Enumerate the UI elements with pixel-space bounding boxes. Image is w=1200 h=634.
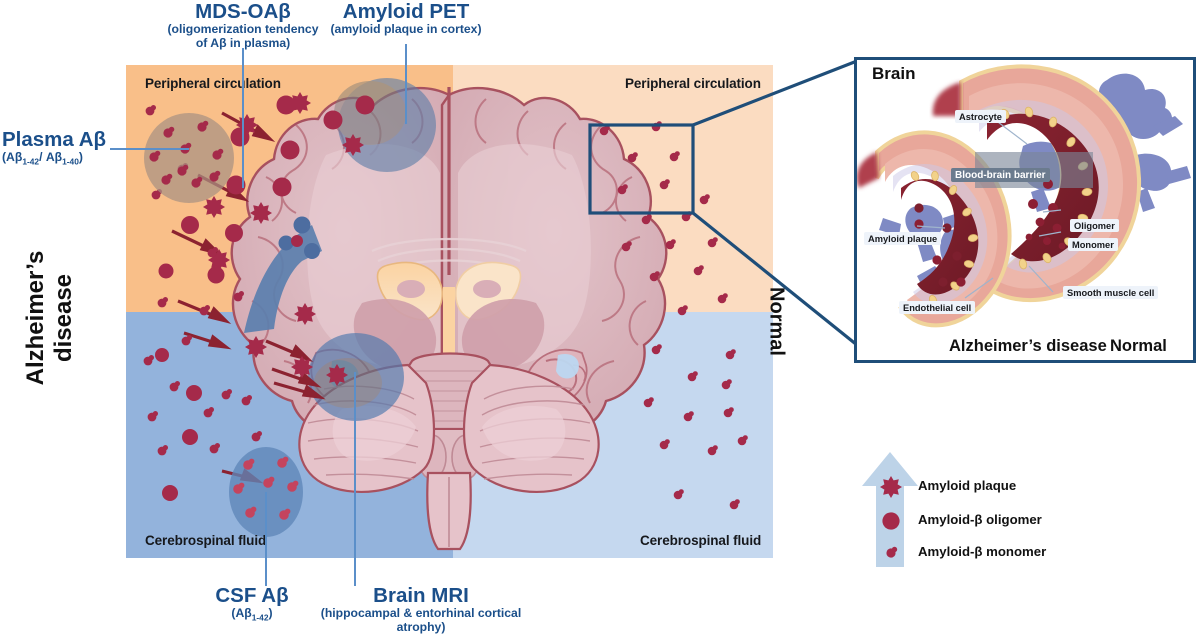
label-ad-cerebrospinal-fluid: Cerebrospinal fluid xyxy=(145,533,267,548)
callout-mds-oab-subtitle-line1: (oligomerization tendency xyxy=(167,21,319,36)
leader-line-plasma-ab xyxy=(110,148,189,150)
callout-mds-oab: MDS-OAβ (oligomerization tendency of Aβ … xyxy=(166,0,320,50)
inset-tag-endothelial-cell: Endothelial cell xyxy=(899,301,976,314)
inset-label-alzheimers-disease: Alzheimer’s disease xyxy=(949,337,1107,355)
small-blob-icon xyxy=(886,546,898,558)
leader-line-amyloid-pet xyxy=(405,44,407,124)
leader-line-brain-mri xyxy=(354,372,356,586)
leader-line-mds-oab xyxy=(242,48,244,188)
inset-tag-amyloid-plaque: Amyloid plaque xyxy=(864,232,942,245)
callout-csf-ab-title: CSF Aβ xyxy=(215,584,289,607)
ab-monomers-normal xyxy=(599,121,748,510)
callout-plasma-ab-subtitle: (Aβ1-42/ Aβ1-40) xyxy=(2,149,83,167)
inset-tag-oligomer: Oligomer xyxy=(1070,219,1119,232)
magnifier-line-top xyxy=(692,59,858,127)
callout-brain-mri-subtitle: (hippocampal & entorhinal cortical atrop… xyxy=(320,605,522,634)
coronal-brain-illustration xyxy=(143,78,748,551)
label-normal-peripheral-circulation: Peripheral circulation xyxy=(625,76,761,91)
plasma-ab-sample-circle xyxy=(144,113,234,203)
callout-plasma-ab-title: Plasma Aβ xyxy=(2,128,107,151)
starburst-icon xyxy=(880,476,902,498)
mds-oab-aggregation-arrow xyxy=(244,216,322,333)
ab-oligomers-ad-csf xyxy=(155,348,202,501)
legend: Amyloid plaque Amyloid-β oligomer Amyloi… xyxy=(862,452,1122,567)
callout-amyloid-pet-subtitle: (amyloid plaque in cortex) xyxy=(330,21,482,36)
brain-mri-focus xyxy=(308,333,404,421)
legend-severity-arrow xyxy=(862,452,918,567)
inset-tag-monomer: Monomer xyxy=(1068,238,1118,251)
callout-amyloid-pet: Amyloid PET (amyloid plaque in cortex) xyxy=(328,0,484,37)
legend-label-amyloid-beta-oligomer: Amyloid-β oligomer xyxy=(918,512,1042,527)
inset-label-normal: Normal xyxy=(1110,337,1167,355)
magnifier-connector xyxy=(588,59,859,347)
inset-tag-astrocyte: Astrocyte xyxy=(955,110,1006,123)
magnifier-box xyxy=(588,123,695,215)
basal-ganglia xyxy=(353,280,545,372)
inset-tag-blood-brain-barrier: Blood-brain barrier xyxy=(951,168,1050,182)
callout-brain-mri-title: Brain MRI xyxy=(373,584,469,607)
ab-oligomers-ad-plasma xyxy=(158,95,375,284)
label-normal-cerebrospinal-fluid: Cerebrospinal fluid xyxy=(640,533,762,548)
amyloid-plaques-ad-cortex xyxy=(203,92,364,386)
inset-vessel-illustration xyxy=(857,64,1191,328)
circle-icon xyxy=(882,512,900,530)
legend-label-amyloid-plaque: Amyloid plaque xyxy=(918,478,1017,493)
leader-line-csf-ab xyxy=(265,492,267,586)
legend-label-amyloid-beta-monomer: Amyloid-β monomer xyxy=(918,544,1047,559)
magnifier-line-bottom xyxy=(691,211,859,347)
callout-mds-oab-subtitle-line2: of Aβ in plasma) xyxy=(195,35,291,50)
ad-vessel-wall-deposits xyxy=(914,203,962,287)
callout-csf-ab-subtitle: (Aβ1-42) xyxy=(231,605,273,623)
callout-brain-mri: Brain MRI (hippocampal & entorhinal cort… xyxy=(296,584,546,634)
callout-plasma-ab: Plasma Aβ (Aβ1-42/ Aβ1-40) xyxy=(2,128,107,167)
inset-free-ab xyxy=(914,179,1066,287)
callout-amyloid-pet-title: Amyloid PET xyxy=(342,0,470,23)
side-title-alzheimers-disease: Alzheimer’s disease xyxy=(22,250,77,386)
third-ventricle xyxy=(443,287,455,361)
inset-tag-smooth-muscle-cell: Smooth muscle cell xyxy=(1063,286,1159,299)
callout-mds-oab-title: MDS-OAβ xyxy=(195,0,291,23)
callout-csf-ab: CSF Aβ (Aβ1-42) xyxy=(197,584,307,623)
arrow-up-icon xyxy=(862,452,918,567)
inset-label-brain: Brain xyxy=(872,64,916,83)
label-ad-peripheral-circulation: Peripheral circulation xyxy=(145,76,281,91)
